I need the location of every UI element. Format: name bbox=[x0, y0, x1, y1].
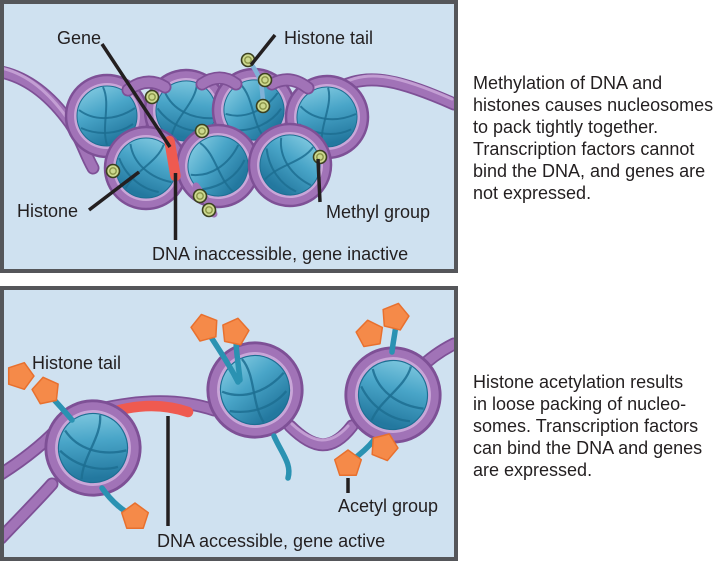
acetylation-panel: Histone tail Acetyl group DNA accessible… bbox=[0, 286, 458, 561]
gene-leader-line bbox=[100, 43, 172, 148]
acetyl-group-label: Acetyl group bbox=[338, 496, 439, 516]
histone-tail-label: Histone tail bbox=[32, 353, 122, 373]
histone-leader-line bbox=[87, 170, 141, 212]
histone-label: Histone bbox=[17, 201, 79, 221]
methyl-leader-line bbox=[316, 158, 322, 203]
methyl-group-label: Methyl group bbox=[326, 202, 431, 222]
acetylation-caption: Histone acetylation results in loose pac… bbox=[473, 372, 703, 480]
methylation-caption: Methylation of DNA and histones causes n… bbox=[473, 73, 714, 203]
methylation-panel: Gene Histone tail Histone Methyl group D… bbox=[0, 0, 458, 273]
gene-segment bbox=[164, 135, 181, 182]
acetylation-diagram bbox=[4, 299, 454, 544]
histone-tail-leader-line bbox=[249, 33, 277, 67]
dna-accessible-label: DNA accessible, gene active bbox=[157, 531, 386, 551]
leader-lines bbox=[87, 33, 322, 240]
methylation-diagram bbox=[4, 33, 454, 240]
leader-lines bbox=[166, 416, 350, 526]
gene-label: Gene bbox=[57, 28, 102, 48]
histone-tail-label: Histone tail bbox=[284, 28, 374, 48]
dna-inaccessible-label: DNA inaccessible, gene inactive bbox=[152, 244, 409, 264]
